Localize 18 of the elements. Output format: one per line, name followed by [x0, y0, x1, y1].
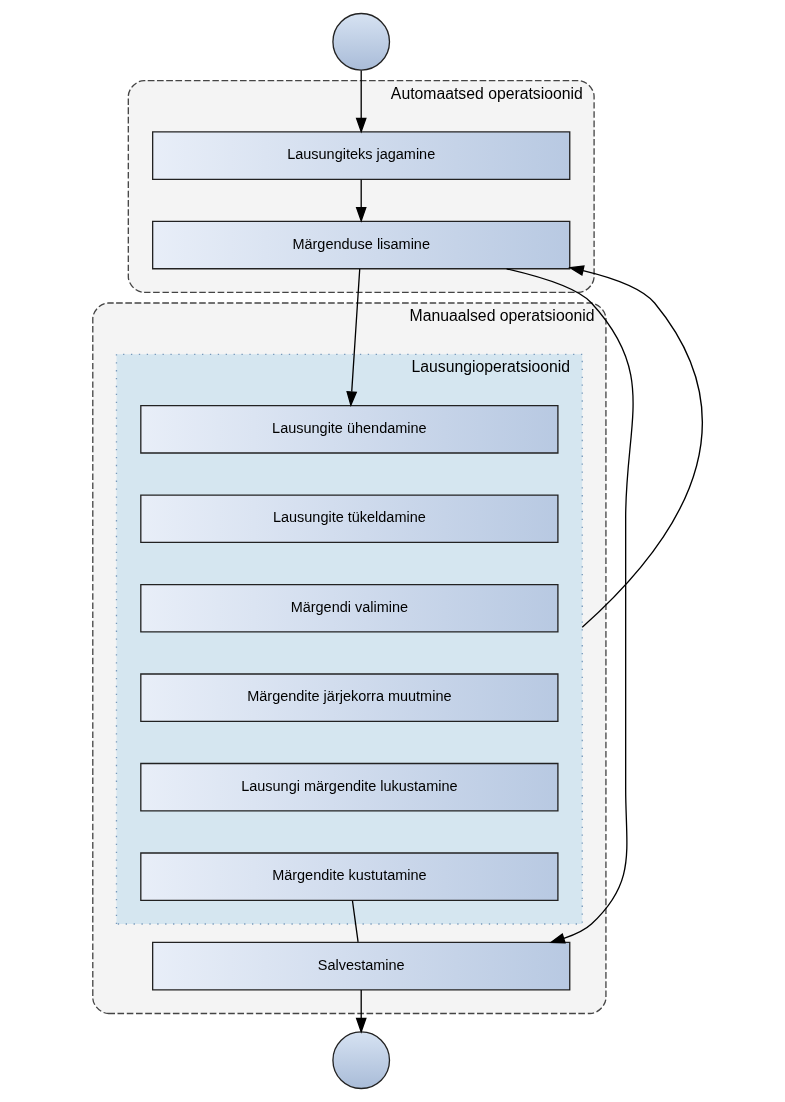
connector: [351, 900, 359, 943]
node-box: Lausungite ühendamine: [140, 404, 559, 454]
arrow: [568, 265, 703, 628]
node-circle: [332, 12, 391, 71]
arrow: [505, 268, 634, 944]
node-box: Salvestamine: [152, 941, 571, 991]
arrow: [355, 69, 367, 134]
arrow: [355, 179, 367, 223]
node-box: Lausungite tükeldamine: [140, 494, 559, 544]
node-box: Märgenduse lisamine: [152, 220, 571, 270]
node-box: Lausungiteks jagamine: [152, 131, 571, 180]
arrow: [346, 268, 361, 408]
node-box: Märgendi valimine: [140, 583, 559, 633]
node-circle: [332, 1031, 391, 1090]
node-box: Märgendite kustutamine: [140, 852, 559, 901]
arrow: [355, 989, 367, 1034]
node-box: Lausungi märgendite lukustamine: [140, 762, 559, 812]
node-box: Märgendite järjekorra muutmine: [140, 673, 559, 723]
